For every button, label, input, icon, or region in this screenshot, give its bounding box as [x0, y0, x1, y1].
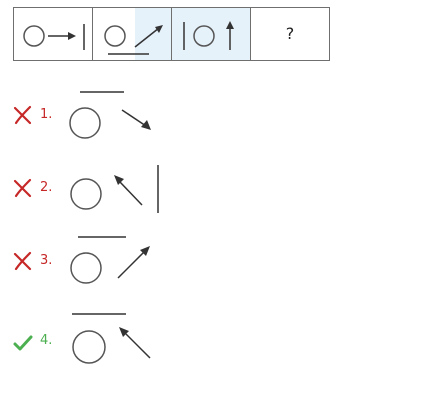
missing-figure-question-mark: ? — [285, 24, 295, 43]
sequence-cell-3 — [171, 7, 251, 61]
answer-option-2[interactable]: 2. — [0, 165, 444, 235]
option-number: 1. — [40, 107, 53, 122]
sequence-cell-missing: ? — [250, 7, 330, 61]
answer-option-1[interactable]: 1. — [0, 90, 444, 160]
bar-circle-arrow-up-figure — [183, 21, 234, 50]
option-2-figure — [70, 165, 159, 213]
circle-arrow-right-bar-figure — [23, 24, 85, 50]
check-icon — [13, 335, 33, 351]
circle-arrow-upright-underline-figure — [104, 25, 163, 55]
option-3-figure — [70, 236, 150, 284]
answer-option-3[interactable]: 3. — [0, 233, 444, 303]
option-number: 4. — [40, 333, 53, 348]
option-4-figure — [72, 313, 151, 364]
option-number: 3. — [40, 253, 53, 268]
cross-icon — [13, 105, 32, 125]
sequence-cell-1 — [13, 7, 93, 61]
answer-option-4[interactable]: 4. — [0, 308, 444, 378]
cross-icon — [13, 178, 32, 198]
figure-sequence: ? — [13, 7, 330, 61]
option-1-figure — [69, 91, 151, 139]
sequence-cell-2 — [92, 7, 172, 61]
cross-icon — [13, 251, 32, 271]
option-number: 2. — [40, 180, 53, 195]
